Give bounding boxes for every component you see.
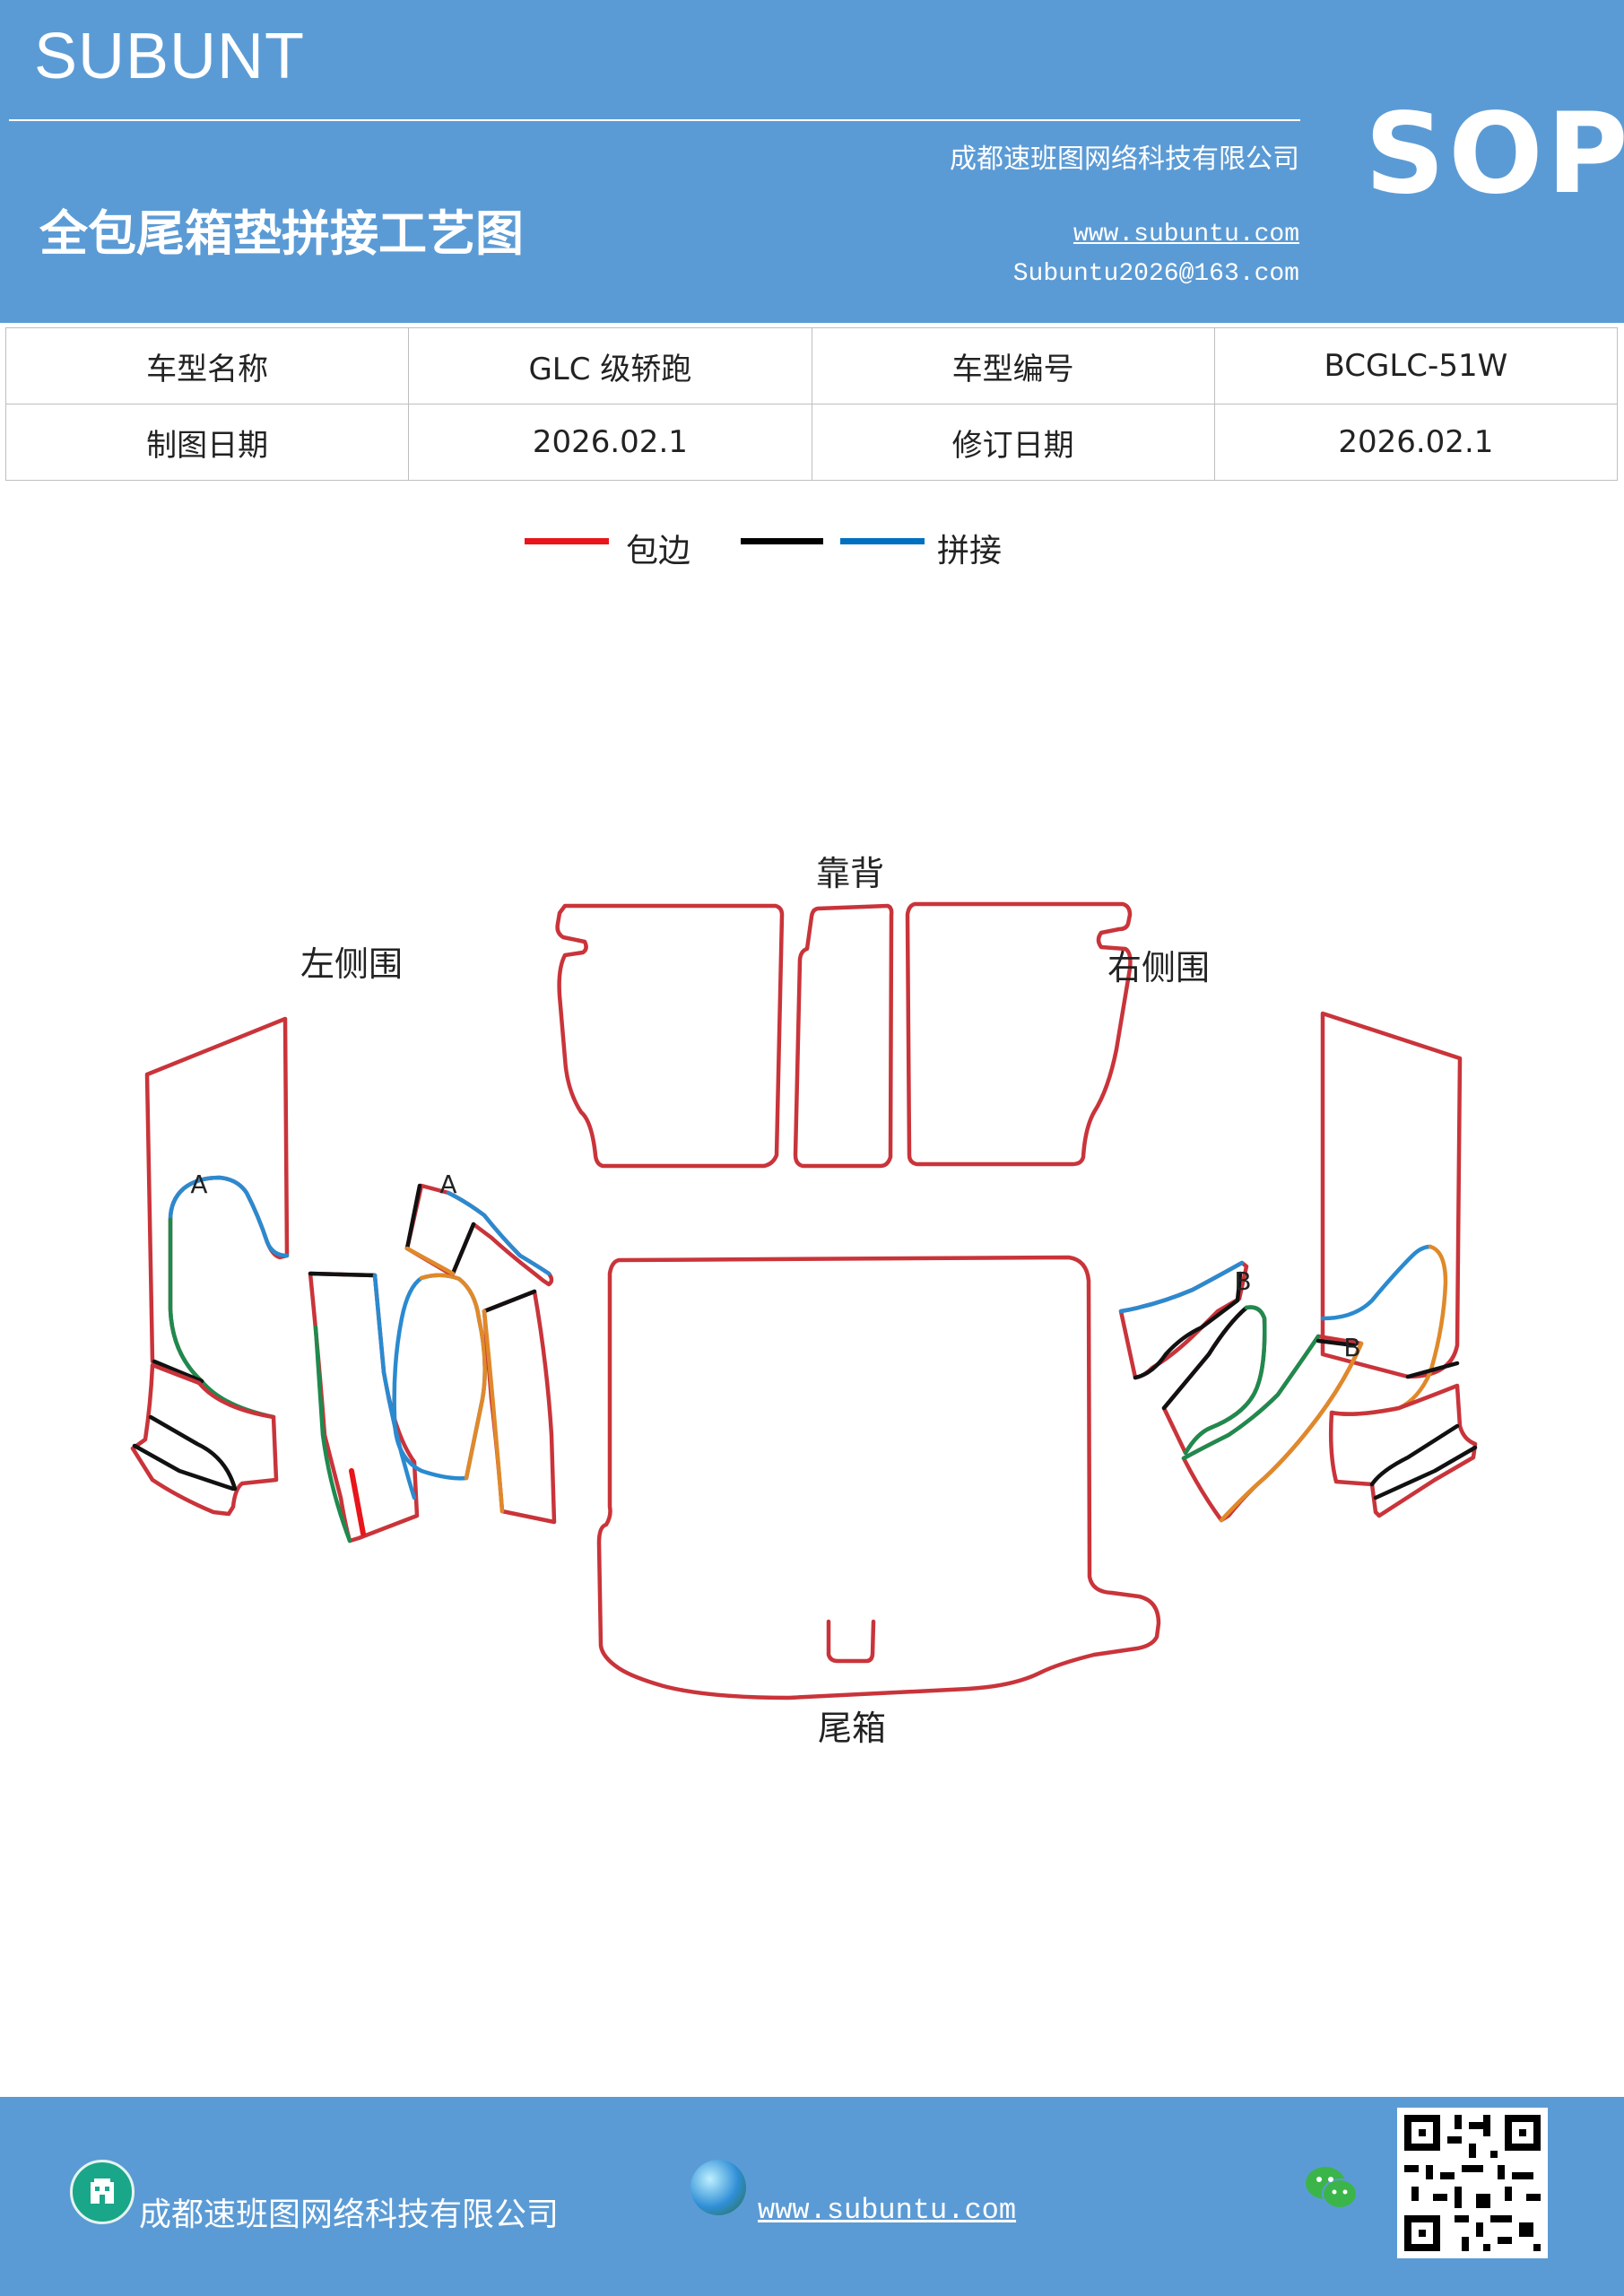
left-side-lower-panel <box>130 1362 279 1517</box>
legend-label-edge: 包边 <box>626 533 691 570</box>
cell-draw-date-value: 2026.02.1 <box>408 404 812 481</box>
header-email: Subuntu2026@163.com <box>1012 260 1299 288</box>
right-side-orange-1 <box>1329 1244 1448 1416</box>
left-right-strip-black <box>482 1289 537 1314</box>
backrest-left-panel <box>555 903 785 1169</box>
right-b-upper-black <box>1133 1271 1243 1380</box>
label-left-side: 左侧围 <box>300 944 403 984</box>
right-b-middle-black <box>1161 1305 1249 1411</box>
document-title: 全包尾箱垫拼接工艺图 <box>39 204 524 262</box>
left-strip-red-mark <box>349 1468 366 1536</box>
right-b-lower-green <box>1181 1334 1321 1461</box>
legend-swatch-blue <box>840 538 925 544</box>
building-icon <box>70 2160 135 2224</box>
trunk-floor-panel <box>596 1255 1161 1700</box>
label-backrest: 靠背 <box>816 854 884 893</box>
left-a-blue <box>446 1190 551 1276</box>
table-row: 车型名称 GLC 级轿跑 车型编号 BCGLC-51W <box>4 327 1619 404</box>
left-strip-black <box>308 1271 378 1278</box>
footer-company: 成都速班图网络科技有限公司 <box>139 2196 560 2233</box>
right-side-lower-black-2 <box>1373 1445 1478 1500</box>
right-side-blue-1 <box>1320 1244 1433 1321</box>
right-b-upper-panel <box>1118 1260 1249 1380</box>
left-side-lower-black-1 <box>148 1414 238 1492</box>
header-company: 成都速班图网络科技有限公司 <box>950 144 1299 175</box>
right-side-main-panel <box>1320 1011 1463 1379</box>
left-side-black-splice <box>152 1359 204 1384</box>
info-table: 车型名称 GLC 级轿跑 车型编号 BCGLC-51W 制图日期 2026.02… <box>4 327 1619 481</box>
cell-revise-date-value: 2026.02.1 <box>1213 404 1619 481</box>
left-side-green-splice <box>168 1217 276 1420</box>
header-website-link[interactable]: www.subuntu.com <box>1073 221 1299 248</box>
right-b-upper-blue <box>1118 1260 1245 1314</box>
label-right-side: 右侧围 <box>1107 948 1210 987</box>
legend-swatch-red <box>525 538 609 544</box>
left-a-panel <box>404 1183 554 1287</box>
left-middle-orange <box>419 1273 487 1481</box>
mark-b-lower: B <box>1343 1333 1360 1362</box>
left-side-main-panel <box>144 1016 290 1384</box>
mark-b-upper: B <box>1234 1266 1251 1296</box>
header-divider <box>9 119 1300 121</box>
right-side-lower-black-1 <box>1369 1423 1460 1487</box>
right-b-black-mark <box>1316 1338 1357 1348</box>
wechat-icon <box>1302 2161 1361 2215</box>
left-side-blue-splice <box>168 1175 290 1258</box>
cell-revise-date-label: 修订日期 <box>811 404 1215 481</box>
sop-badge: SOP <box>1365 90 1624 219</box>
left-right-strip-orange <box>482 1309 505 1514</box>
mark-a-middle: A <box>439 1170 456 1199</box>
right-side-black-1 <box>1405 1361 1460 1379</box>
backrest-middle-panel <box>793 903 894 1169</box>
cell-model-name-value: GLC 级轿跑 <box>408 327 812 404</box>
globe-icon <box>690 2160 746 2215</box>
right-b-middle-green <box>1183 1305 1267 1456</box>
footer-website-link[interactable]: www.subuntu.com <box>758 2194 1017 2227</box>
legend-label-splice: 拼接 <box>937 533 1003 570</box>
brand-logo-text: SUBUNT <box>34 21 306 92</box>
legend-swatch-black <box>741 538 823 544</box>
right-b-lower-orange <box>1219 1341 1364 1523</box>
trunk-floor-notch <box>826 1619 876 1664</box>
table-row: 制图日期 2026.02.1 修订日期 2026.02.1 <box>4 404 1619 481</box>
left-a-black-2 <box>450 1222 476 1276</box>
cell-model-name-label: 车型名称 <box>4 327 410 404</box>
right-side-lower-panel <box>1328 1383 1478 1518</box>
left-a-orange <box>404 1246 456 1276</box>
label-trunk: 尾箱 <box>818 1709 886 1748</box>
left-a-black <box>404 1183 422 1251</box>
cell-draw-date-label: 制图日期 <box>4 404 410 481</box>
qr-code <box>1397 2108 1548 2258</box>
backrest-right-panel <box>905 901 1133 1167</box>
cell-model-code-value: BCGLC-51W <box>1213 327 1619 404</box>
left-side-lower-black-2 <box>132 1443 236 1492</box>
right-b-middle-panel <box>1161 1305 1267 1456</box>
mark-a-left: A <box>190 1170 207 1199</box>
header-banner <box>0 0 1624 323</box>
left-strip-green <box>313 1325 352 1544</box>
cell-model-code-label: 车型编号 <box>811 327 1215 404</box>
